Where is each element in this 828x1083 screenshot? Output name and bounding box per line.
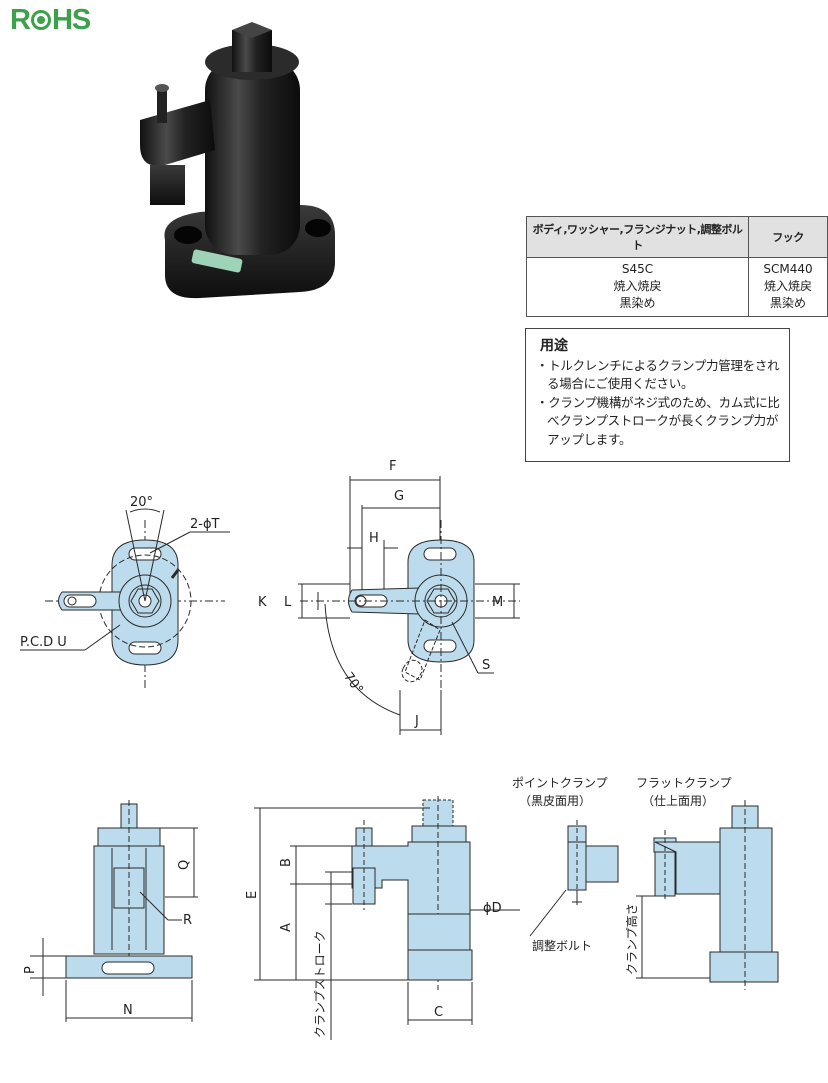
usage-item: ・トルクレンチによるクランプ力管理をされる場合にご使用ください。 xyxy=(536,357,780,392)
pcd-label: P.C.D U xyxy=(20,635,67,650)
usage-item: ・クランプ機構がネジ式のため、カム式に比べクランプストロークが長くクランプ力がア… xyxy=(536,394,780,447)
product-photo xyxy=(140,22,335,299)
dim-e-label: E xyxy=(245,891,260,899)
dim-h-label: H xyxy=(369,531,379,546)
dim-j-label: J xyxy=(414,714,419,729)
dim-n-label: N xyxy=(123,1003,133,1018)
material-cell-hook: SCM440 焼入焼戻 黒染め xyxy=(748,257,828,317)
top-view-left xyxy=(20,508,230,690)
dim-p-label: P xyxy=(23,966,38,974)
dim-k-label: K xyxy=(258,595,267,610)
dim-q-label: Q xyxy=(177,860,192,870)
flat-clamp-label: フラットクランプ xyxy=(636,776,732,790)
usage-box: 用途 ・トルクレンチによるクランプ力管理をされる場合にご使用ください。 ・クラン… xyxy=(525,328,790,462)
dim-a-label: A xyxy=(279,923,294,932)
dim-g-label: G xyxy=(394,489,404,504)
material-table: ボディ,ワッシャー,フランジナット,調整ボルト フック S45C 焼入焼戻 黒染… xyxy=(526,216,828,317)
clamp-height-label: クランプ高さ xyxy=(624,903,639,975)
dim-f-label: F xyxy=(389,459,396,474)
front-view xyxy=(254,796,520,1040)
dim-d-label: ϕD xyxy=(483,901,502,916)
clamp-stroke-label: クランプストローク xyxy=(313,930,327,1038)
hole-t-label: 2-ϕT xyxy=(190,517,220,532)
angle-20-label: 20° xyxy=(130,495,153,510)
point-clamp-label: ポイントクランプ xyxy=(512,776,608,790)
rohs-o-icon xyxy=(30,10,51,30)
material-header-hook: フック xyxy=(748,216,828,258)
adjust-bolt-label: 調整ボルト xyxy=(532,938,592,953)
usage-title: 用途 xyxy=(540,338,568,354)
point-clamp-sub: （黒皮面用） xyxy=(519,794,591,808)
dim-b-label: B xyxy=(279,858,294,867)
material-cell-body: S45C 焼入焼戻 黒染め xyxy=(526,257,749,317)
top-view-right xyxy=(298,476,520,735)
dim-c-label: C xyxy=(434,1005,443,1020)
dim-r-label: R xyxy=(183,913,192,928)
material-header-body: ボディ,ワッシャー,フランジナット,調整ボルト xyxy=(526,216,749,258)
dim-m-label: M xyxy=(492,595,503,610)
dim-l-label: L xyxy=(284,595,292,610)
clamp-type-views xyxy=(529,800,779,990)
dim-s-label: S xyxy=(482,658,490,673)
side-view xyxy=(30,800,198,1022)
flat-clamp-sub: （仕上面用） xyxy=(642,794,714,808)
